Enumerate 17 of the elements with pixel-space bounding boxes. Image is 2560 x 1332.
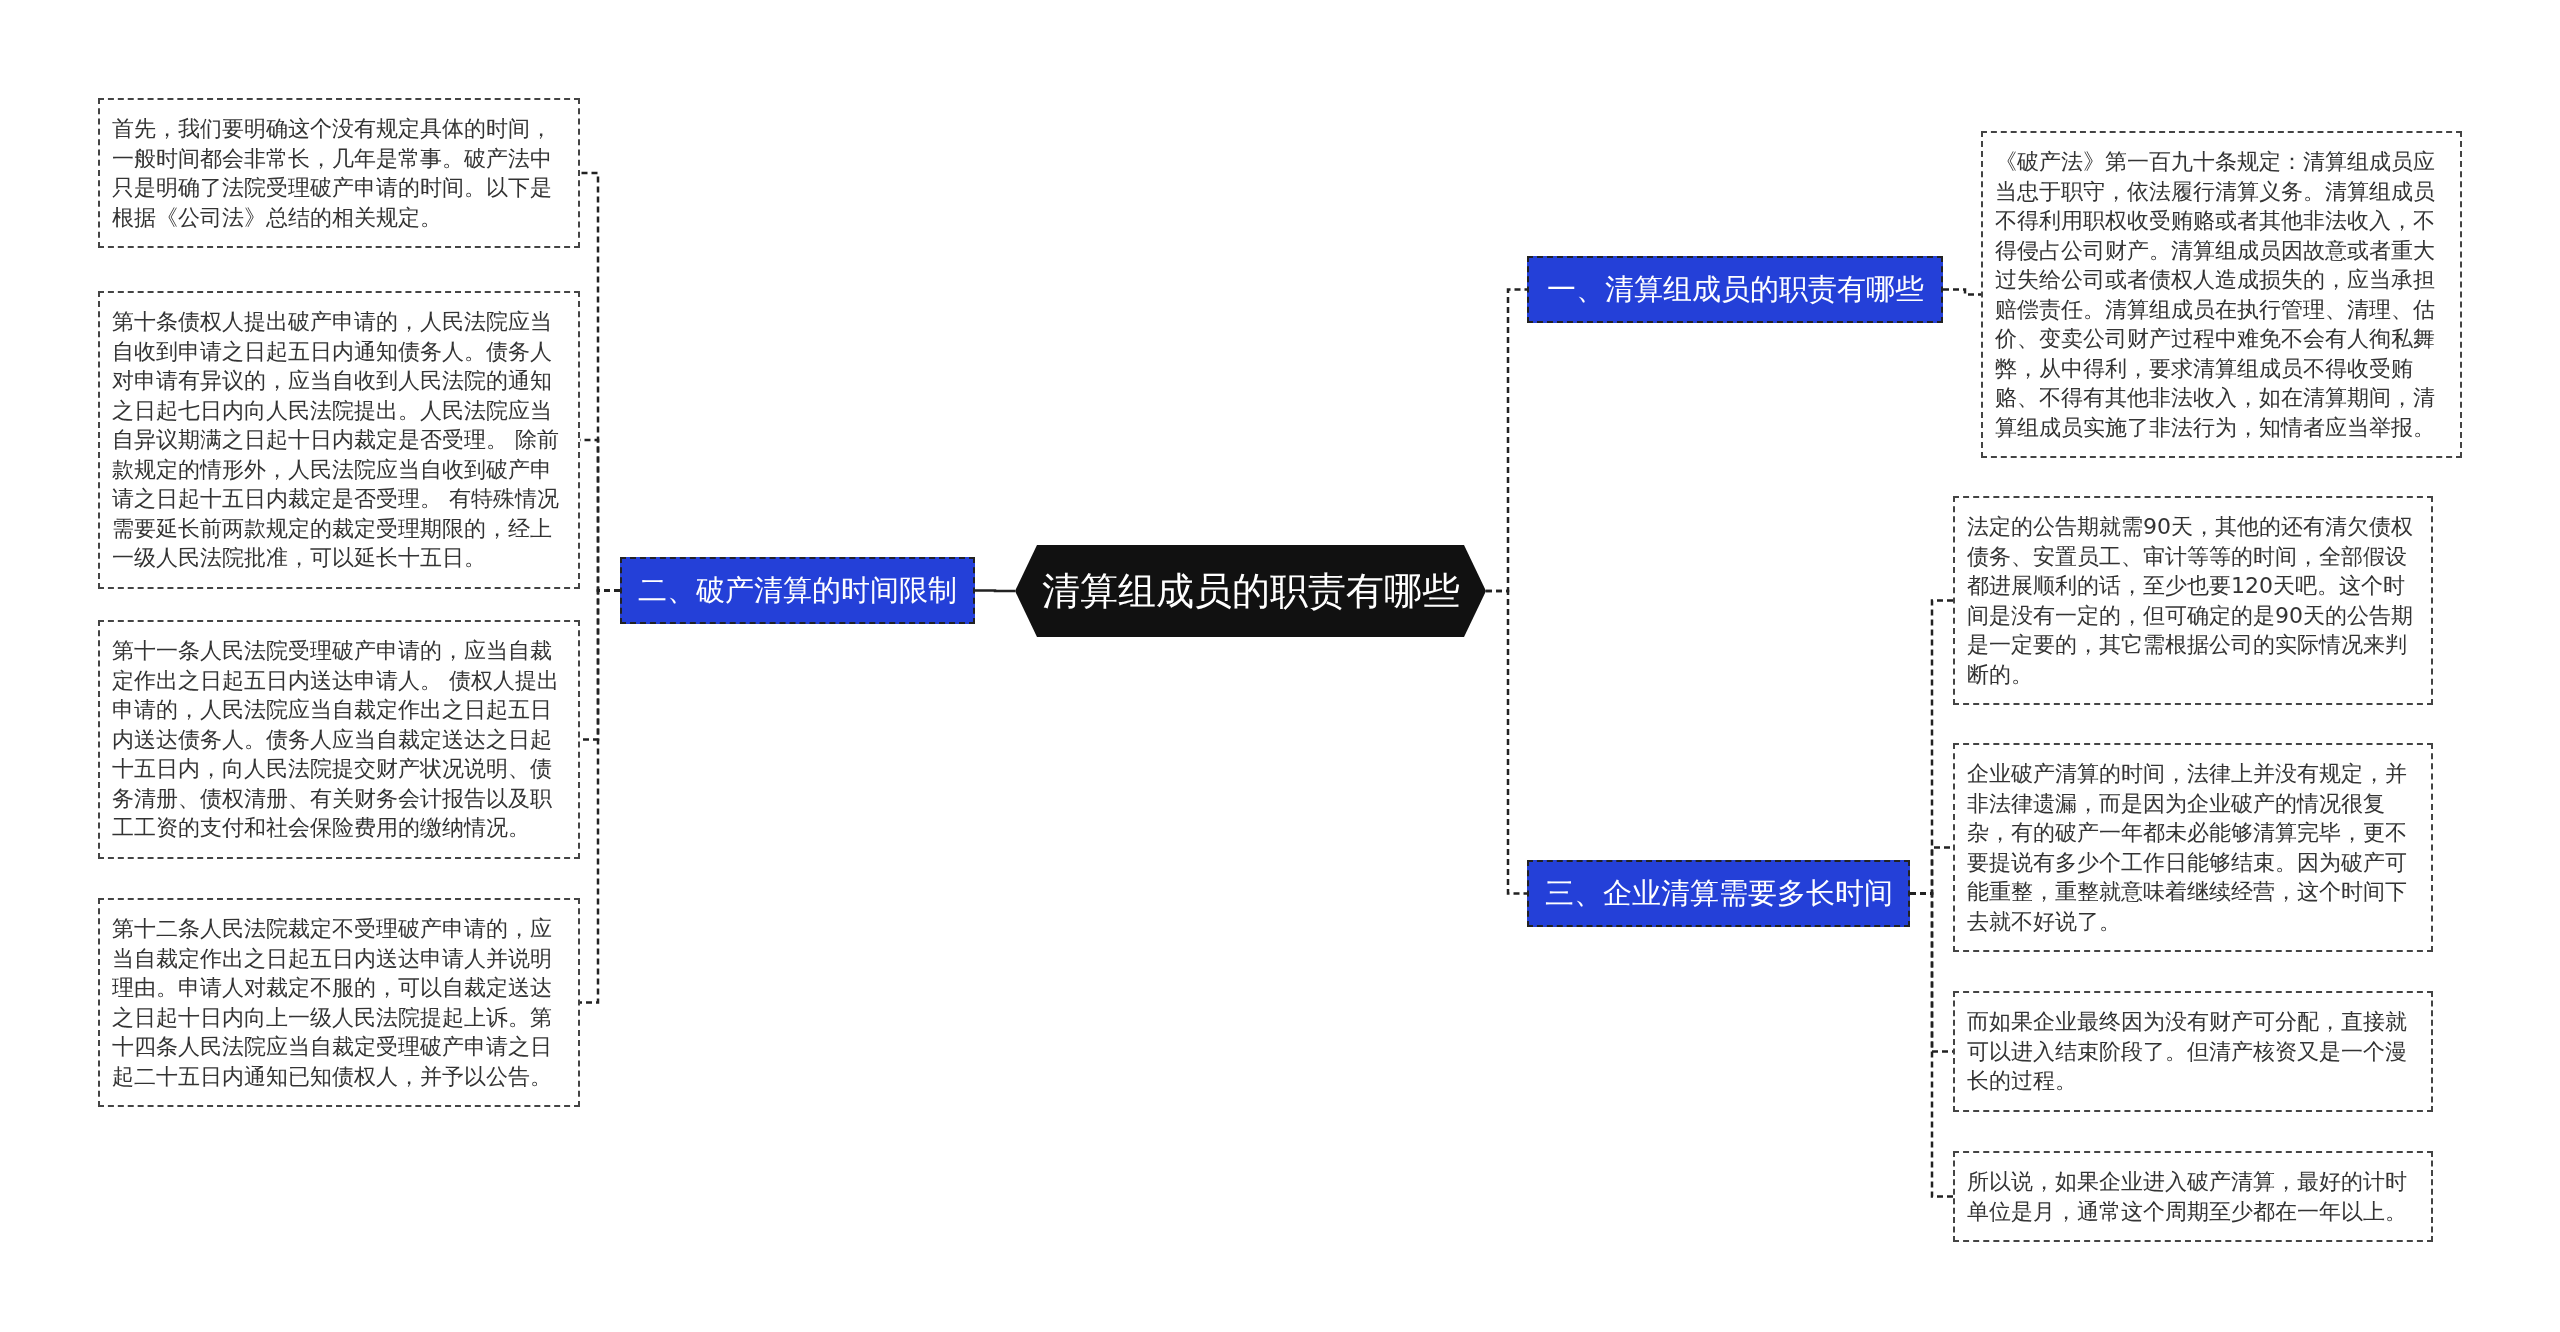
- text-box: 《破产法》第一百九十条规定：清算组成员应当忠于职守，依法履行清算义务。清算组成员不得利用职权收受贿赂或者其他非法收入，不得侵占公司财产。清算组成员因故意或者重大过失给公司或者债权人造成损失的，应当承担赔偿责任。清算组成员在执行管理、清理、估价、变卖公司财产过程中难免不会有人徇私舞弊，从中得利，要求清算组成员不得收受贿赂、不得有其他非法收入，如在清算期间，清算组成员实施了非法行为，知情者应当举报。: [1981, 131, 2462, 458]
- text-box: 法定的公告期就需90天，其他的还有清欠债权债务、安置员工、审计等等的时间，全部假设都进展顺利的话，至少也要120天吧。这个时间是没有一定的，但可确定的是90天的公告期是一定要的，其它需根据公司的实际情况来判断的。: [1953, 496, 2433, 705]
- connector-line: [1486, 589, 1527, 895]
- text-box: 首先，我们要明确这个没有规定具体的时间，一般时间都会非常长，几年是常事。破产法中只是明确了法院受理破产申请的时间。以下是根据《公司法》总结的相关规定。: [98, 98, 580, 248]
- text-box: 所以说，如果企业进入破产清算，最好的计时单位是月，通常这个周期至少都在一年以上。: [1953, 1151, 2433, 1242]
- connector-line: [1943, 288, 1981, 296]
- text-box: 第十二条人民法院裁定不受理破产申请的，应当自裁定作出之日起五日内送达申请人并说明理由。申请人对裁定不服的，可以自裁定送达之日起十日内向上一级人民法院提起上诉。第十四条人民法院应当自裁定受理破产申请之日起二十五日内通知已知债权人，并予以公告。: [98, 898, 580, 1107]
- text-box: 第十一条人民法院受理破产申请的，应当自裁定作出之日起五日内送达申请人。 债权人提出申请的，人民法院应当自裁定作出之日起五日内送达债务人。债务人应当自裁定送达之日起十五日内，向人民法院提交财产状况说明、债务清册、债权清册、有关财务会计报告以及职工工资的支付和社会保险费用的缴纳情况。: [98, 620, 580, 859]
- connector-line: [1910, 892, 1953, 1198]
- central-topic-hexagon: 清算组成员的职责有哪些: [1015, 545, 1486, 637]
- connector-line: [975, 589, 1015, 593]
- topic-box: 三、企业清算需要多长时间: [1527, 860, 1910, 927]
- text-box: 第十条债权人提出破产申请的，人民法院应当自收到申请之日起五日内通知债务人。债务人对申请有异议的，应当自收到人民法院的通知之日起七日内向人民法院提出。人民法院应当自异议期满之日起十日内裁定是否受理。 除前款规定的情形外，人民法院应当自收到破产申请之日起十五日内裁定是否受理。 有特殊情况需要延长前两款规定的裁定受理期限的，经上一级人民法院批准，可以延长十五日。: [98, 291, 580, 589]
- text-box: 而如果企业最终因为没有财产可分配，直接就可以进入结束阶段了。但清产核资又是一个漫长的过程。: [1953, 991, 2433, 1112]
- text-box: 企业破产清算的时间，法律上并没有规定，并非法律遗漏，而是因为企业破产的情况很复杂，有的破产一年都未必能够清算完毕，更不要提说有多少个工作日能够结束。因为破产可能重整，重整就意味着继续经营，这个时间下去就不好说了。: [1953, 743, 2433, 952]
- topic-box: 一、清算组成员的职责有哪些: [1527, 256, 1943, 323]
- topic-box: 二、破产清算的时间限制: [620, 557, 975, 624]
